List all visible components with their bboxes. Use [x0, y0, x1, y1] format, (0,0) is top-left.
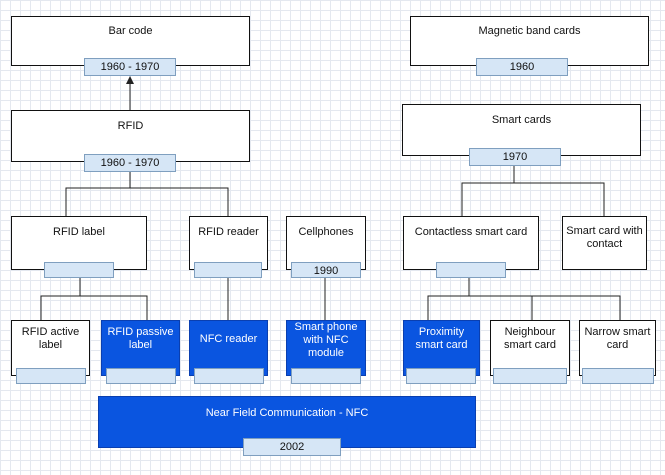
node-label: Smart phone with NFC module: [294, 320, 358, 359]
date-tag: [194, 262, 262, 278]
date-tag: 1970: [469, 148, 561, 166]
node-narrow-smart-card[interactable]: Narrow smart card: [579, 320, 656, 376]
edge-contactless-children: [427, 278, 470, 320]
node-label: Smart card with contact: [566, 225, 643, 250]
node-label: RFID active label: [21, 326, 80, 351]
node-label: Smart cards: [491, 113, 552, 126]
date-tag: [194, 368, 264, 384]
node-label: RFID passive label: [107, 326, 174, 351]
date-tag: 1960 - 1970: [84, 58, 176, 76]
node-label: RFID label: [53, 225, 105, 238]
node-nfc-reader[interactable]: NFC reader: [189, 320, 268, 376]
date-tag: [582, 368, 654, 384]
edge-rfid-reader: [130, 187, 229, 216]
node-smart-card-with-contact[interactable]: Smart card with contact: [562, 216, 647, 270]
date-tag: 1990: [291, 262, 361, 278]
edge-smart-contact: [514, 182, 605, 216]
node-rfid-reader[interactable]: RFID reader: [189, 216, 268, 270]
date-tag: [493, 368, 567, 384]
node-magnetic-band-cards[interactable]: Magnetic band cards: [410, 16, 649, 66]
node-label: RFID reader: [198, 225, 259, 238]
edge-label-passive: [80, 295, 148, 320]
node-label: Contactless smart card: [414, 225, 528, 238]
node-label: Bar code: [108, 24, 153, 37]
node-rfid-passive-label[interactable]: RFID passive label: [101, 320, 180, 376]
date-tag: [406, 368, 476, 384]
date-tag: 1960: [476, 58, 568, 76]
node-nfc[interactable]: Near Field Communication - NFC: [98, 396, 476, 448]
edge-contactless-narrow: [469, 295, 621, 320]
edge-arrowhead: [126, 76, 134, 84]
date-tag: 1960 - 1970: [84, 154, 176, 172]
node-label: Proximity smart card: [415, 326, 468, 351]
node-label: Magnetic band cards: [478, 24, 581, 37]
date-tag: [106, 368, 176, 384]
node-bar-code[interactable]: Bar code: [11, 16, 250, 66]
edge-label-children: [40, 278, 81, 320]
node-label: Cellphones: [298, 225, 354, 238]
node-label: Near Field Communication - NFC: [205, 406, 369, 419]
node-label: Neighbour smart card: [504, 326, 556, 351]
date-tag: [291, 368, 361, 384]
edge-smart-children: [461, 166, 515, 216]
node-label: NFC reader: [199, 332, 258, 345]
node-contactless-smart-card[interactable]: Contactless smart card: [403, 216, 539, 270]
edge-contactless-neighbour: [469, 295, 533, 320]
date-tag: [436, 262, 506, 278]
date-tag: 2002: [243, 438, 341, 456]
node-proximity-smart-card[interactable]: Proximity smart card: [403, 320, 480, 376]
date-tag: [16, 368, 86, 384]
edge-rfid-children: [65, 172, 131, 216]
node-label: Narrow smart card: [584, 326, 651, 351]
node-label: RFID: [117, 119, 144, 132]
date-tag: [44, 262, 114, 278]
